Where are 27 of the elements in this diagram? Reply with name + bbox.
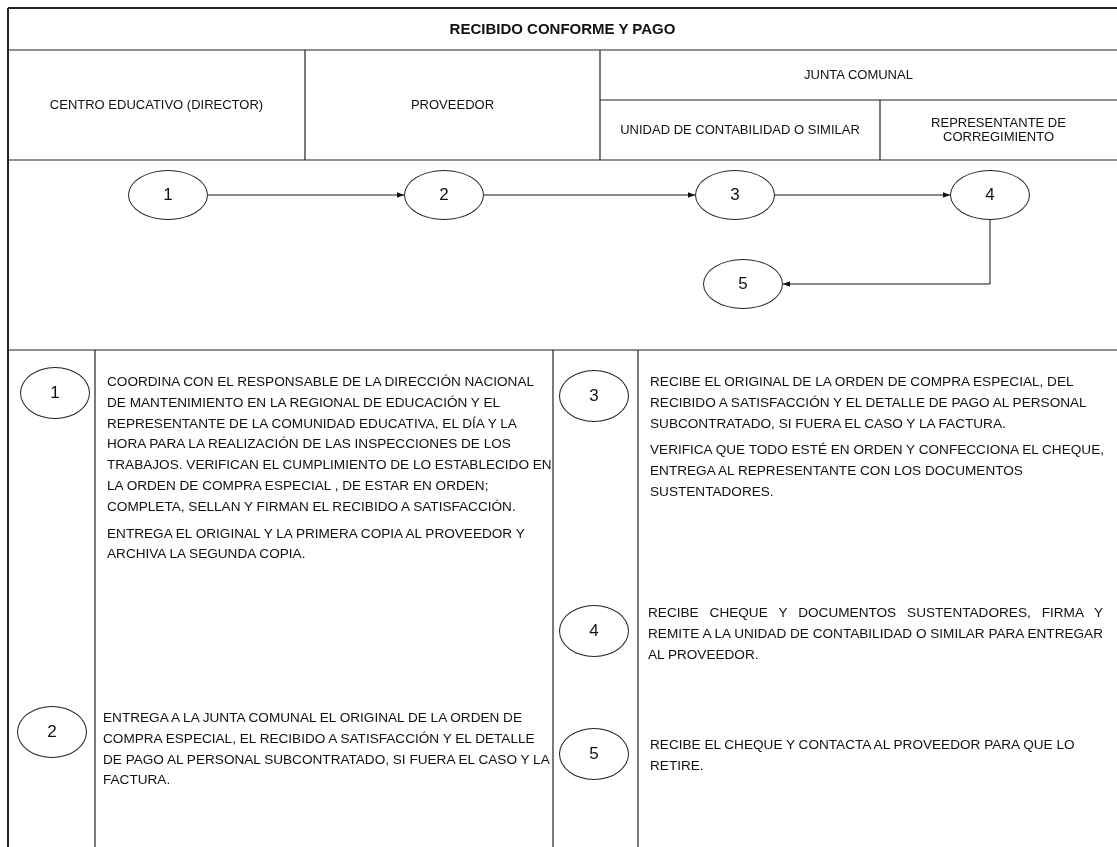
arrow [774,192,951,198]
step-description: ENTREGA A LA JUNTA COMUNAL EL ORIGINAL DE LA ORDEN DE COMPRA ESPECIAL, EL RECIBIDO A SATISFACCIÓN Y EL DETALLE DE PAGO AL PERSONAL SUBCONTRATADO, SI FUERA EL CASO Y LA FACTURA. [103,709,550,790]
step-oval: 1 [20,367,90,419]
step-description: RECIBE CHEQUE Y DOCUMENTOS SUSTENTADORES, FIRMA Y REMITE A LA UNIDAD DE CONTABILIDAD O SIMILAR PARA ENTREGAR AL PROVEEDOR. [648,604,1103,664]
step-oval: 1 [128,170,208,220]
column-header: UNIDAD DE CONTABILIDAD O SIMILAR [619,121,861,139]
column-header: REPRESENTANTE DE CORREGIMIENTO [930,114,1067,146]
step-oval: 5 [703,259,783,309]
step-oval: 5 [559,728,629,780]
step-description: RECIBE EL ORIGINAL DE LA ORDEN DE COMPRA ESPECIAL, DEL RECIBIDO A SATISFACCIÓN Y EL DETALLE DE PAGO AL PERSONAL SUBCONTRATADO, SI FUERA EL CASO Y LA FACTURA. [650,373,1088,433]
step-oval: 3 [559,370,629,422]
step-description: COORDINA CON EL RESPONSABLE DE LA DIRECCIÓN NACIONAL DE MANTENIMIENTO EN LA REGIONAL DE EDUCACIÓN Y EL REPRESENTANTE DE LA COMUNIDAD EDUCATIVA, EL DÍA Y LA HORA PARA LA REALIZACIÓN DE LAS INSPECCIONES DE LOS TRABAJOS. VERIFICAN EL CUMPLIMIENTO DE LO ESTABLECIDO EN LA ORDEN DE COMPRA ESPECIAL , DE ESTAR EN ORDEN; COMPLETA, SELLAN Y FIRMAN EL RECIBIDO A SATISFACCIÓN. [107,373,552,516]
step-oval: 4 [559,605,629,657]
column-header: JUNTA COMUNAL [803,66,914,84]
step-oval: 2 [404,170,484,220]
column-header: PROVEEDOR [409,96,496,114]
step-oval: 4 [950,170,1030,220]
step-description: VERIFICA QUE TODO ESTÉ EN ORDEN Y CONFECCIONA EL CHEQUE, ENTREGA AL REPRESENTANTE CON LOS DOCUMENTOS SUSTENTADORES. [650,441,1105,501]
step-oval: 3 [695,170,775,220]
step-description: ENTREGA EL ORIGINAL Y LA PRIMERA COPIA AL PROVEEDOR Y ARCHIVA LA SEGUNDA COPIA. [107,524,526,564]
arrow [483,192,696,198]
title: RECIBIDO CONFORME Y PAGO [448,19,677,39]
arrow [207,192,405,198]
column-header: CENTRO EDUCATIVO (DIRECTOR) [48,96,265,114]
arrow [782,219,991,287]
step-oval: 2 [17,706,87,758]
step-description: RECIBE EL CHEQUE Y CONTACTA AL PROVEEDOR PARA QUE LO RETIRE. [650,736,1076,775]
